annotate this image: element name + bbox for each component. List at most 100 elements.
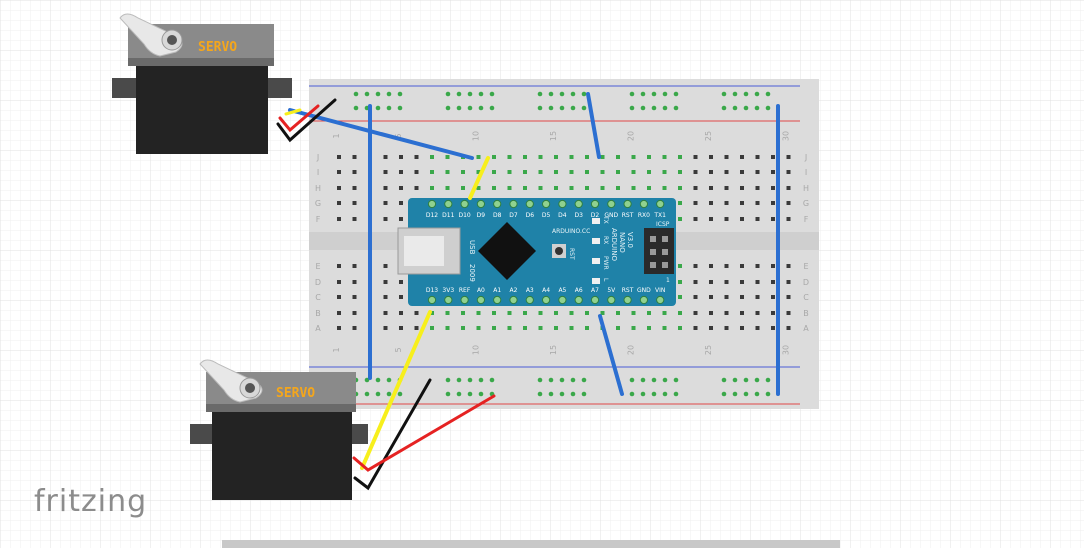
- breadboard-hole: [476, 170, 481, 174]
- breadboard-hole: [616, 186, 620, 190]
- breadboard-hole: [740, 201, 744, 205]
- servo-motor-bottom[interactable]: SERVO: [190, 359, 368, 500]
- row-letter: A: [315, 324, 321, 333]
- rail-hole: [662, 391, 668, 397]
- wire-red-servo1[interactable]: [278, 104, 320, 133]
- breadboard-hole: [678, 201, 682, 205]
- breadboard-hole: [662, 186, 667, 190]
- rail-hole: [364, 391, 370, 397]
- column-number: 1: [332, 133, 341, 138]
- wire-yellow-servo2-signal[interactable]: [360, 310, 432, 470]
- rail-hole: [570, 105, 576, 111]
- usb-port: [404, 236, 444, 266]
- nano-pin: [656, 295, 665, 305]
- breadboard-hole: [399, 311, 403, 315]
- wire-yellow-servo1[interactable]: [284, 108, 302, 116]
- arduino-nano[interactable]: D12D13D113V3D10REFD9A0D8A1D7A2D6A3D5A4D4…: [397, 198, 676, 306]
- row-letter: I: [317, 168, 319, 177]
- breadboard-hole: [709, 280, 713, 284]
- breadboard-hole: [600, 311, 605, 315]
- breadboard-hole: [383, 280, 388, 284]
- breadboard-hole: [709, 326, 713, 330]
- servo-motor-top[interactable]: SERVO: [112, 13, 292, 154]
- wire-black-servo2[interactable]: [353, 378, 432, 491]
- pin-label: A1: [493, 287, 501, 294]
- rail-hole: [732, 91, 738, 97]
- wire-red-servo2[interactable]: [352, 394, 496, 472]
- breadboard-hole: [755, 311, 760, 315]
- rail-hole: [651, 377, 657, 383]
- wire-blue-5v-bottom[interactable]: [598, 314, 624, 396]
- breadboard-hole: [430, 311, 434, 315]
- breadboard-hole: [476, 155, 481, 159]
- wire-yellow-d9[interactable]: [468, 156, 490, 200]
- breadboard-hole: [476, 326, 481, 330]
- breadboard-hole: [631, 186, 636, 190]
- pin-label: GND: [604, 212, 618, 219]
- pin-label: RST: [622, 212, 634, 219]
- wire-blue-gnd-top[interactable]: [586, 92, 601, 159]
- column-number: 15: [549, 345, 558, 355]
- pin-label: RX0: [638, 212, 650, 219]
- servo-label: SERVO: [276, 386, 315, 401]
- rail-hole: [662, 377, 668, 383]
- pin-label: A6: [575, 287, 583, 294]
- breadboard-hole: [600, 186, 605, 190]
- horizontal-scrollbar[interactable]: [222, 540, 840, 548]
- breadboard-hole: [693, 201, 698, 205]
- pin-label: A2: [510, 287, 518, 294]
- breadboard-hole: [569, 170, 574, 174]
- nano-pins: [427, 199, 665, 305]
- icsp-pin: [662, 262, 668, 268]
- breadboard-hole: [740, 170, 744, 174]
- wires[interactable]: [276, 92, 780, 491]
- breadboard-hole: [647, 155, 651, 159]
- breadboard-hole: [383, 311, 388, 315]
- wire-blue-servo1-signal[interactable]: [288, 108, 474, 160]
- breadboard-hole: [647, 311, 651, 315]
- breadboard-hole: [693, 295, 698, 299]
- pin-label: 5V: [607, 287, 616, 294]
- pin-label: RST: [622, 287, 634, 294]
- nano-pin-labels: D12D13D113V3D10REFD9A0D8A1D7A2D6A3D5A4D4…: [426, 212, 666, 294]
- rail-hole: [456, 377, 462, 383]
- breadboard-hole: [600, 170, 605, 174]
- rail-hole: [732, 391, 738, 397]
- breadboard-hole: [693, 170, 698, 174]
- breadboard-hole: [678, 155, 682, 159]
- rail-hole: [386, 391, 392, 397]
- row-letter: G: [315, 199, 321, 208]
- rail-hole: [640, 377, 646, 383]
- breadboard-hole: [538, 311, 543, 315]
- row-letter: E: [315, 262, 320, 271]
- rail-hole: [445, 391, 451, 397]
- breadboard-hole: [461, 186, 465, 190]
- rail-hole: [467, 391, 473, 397]
- breadboard-hole: [709, 186, 713, 190]
- column-number: 5: [394, 347, 403, 352]
- nano-pin: [590, 199, 600, 209]
- icsp-pin: [662, 249, 668, 255]
- rail-hole: [651, 91, 657, 97]
- pin-label: D5: [542, 212, 551, 219]
- breadboard-hole: [554, 326, 558, 330]
- row-letter: D: [803, 278, 809, 287]
- row-letter: H: [315, 184, 321, 193]
- breadboard-hole: [678, 186, 682, 190]
- breadboard-hole: [771, 264, 775, 268]
- rail-hole: [353, 105, 359, 111]
- pin-label: D4: [558, 212, 567, 219]
- rail-hole: [732, 105, 738, 111]
- breadboard-hole: [786, 264, 791, 268]
- icsp-pins: [650, 236, 668, 268]
- breadboard-hole: [430, 186, 434, 190]
- nano-pin: [476, 295, 485, 305]
- breadboard-hole: [507, 186, 512, 190]
- breadboard-hole: [771, 295, 775, 299]
- nano-pin: [590, 295, 600, 305]
- wire-black-servo1[interactable]: [276, 98, 337, 143]
- rail-hole: [397, 91, 403, 97]
- breadboard-hole: [786, 295, 791, 299]
- breadboard-hole: [678, 264, 682, 268]
- pin-label: GND: [637, 287, 651, 294]
